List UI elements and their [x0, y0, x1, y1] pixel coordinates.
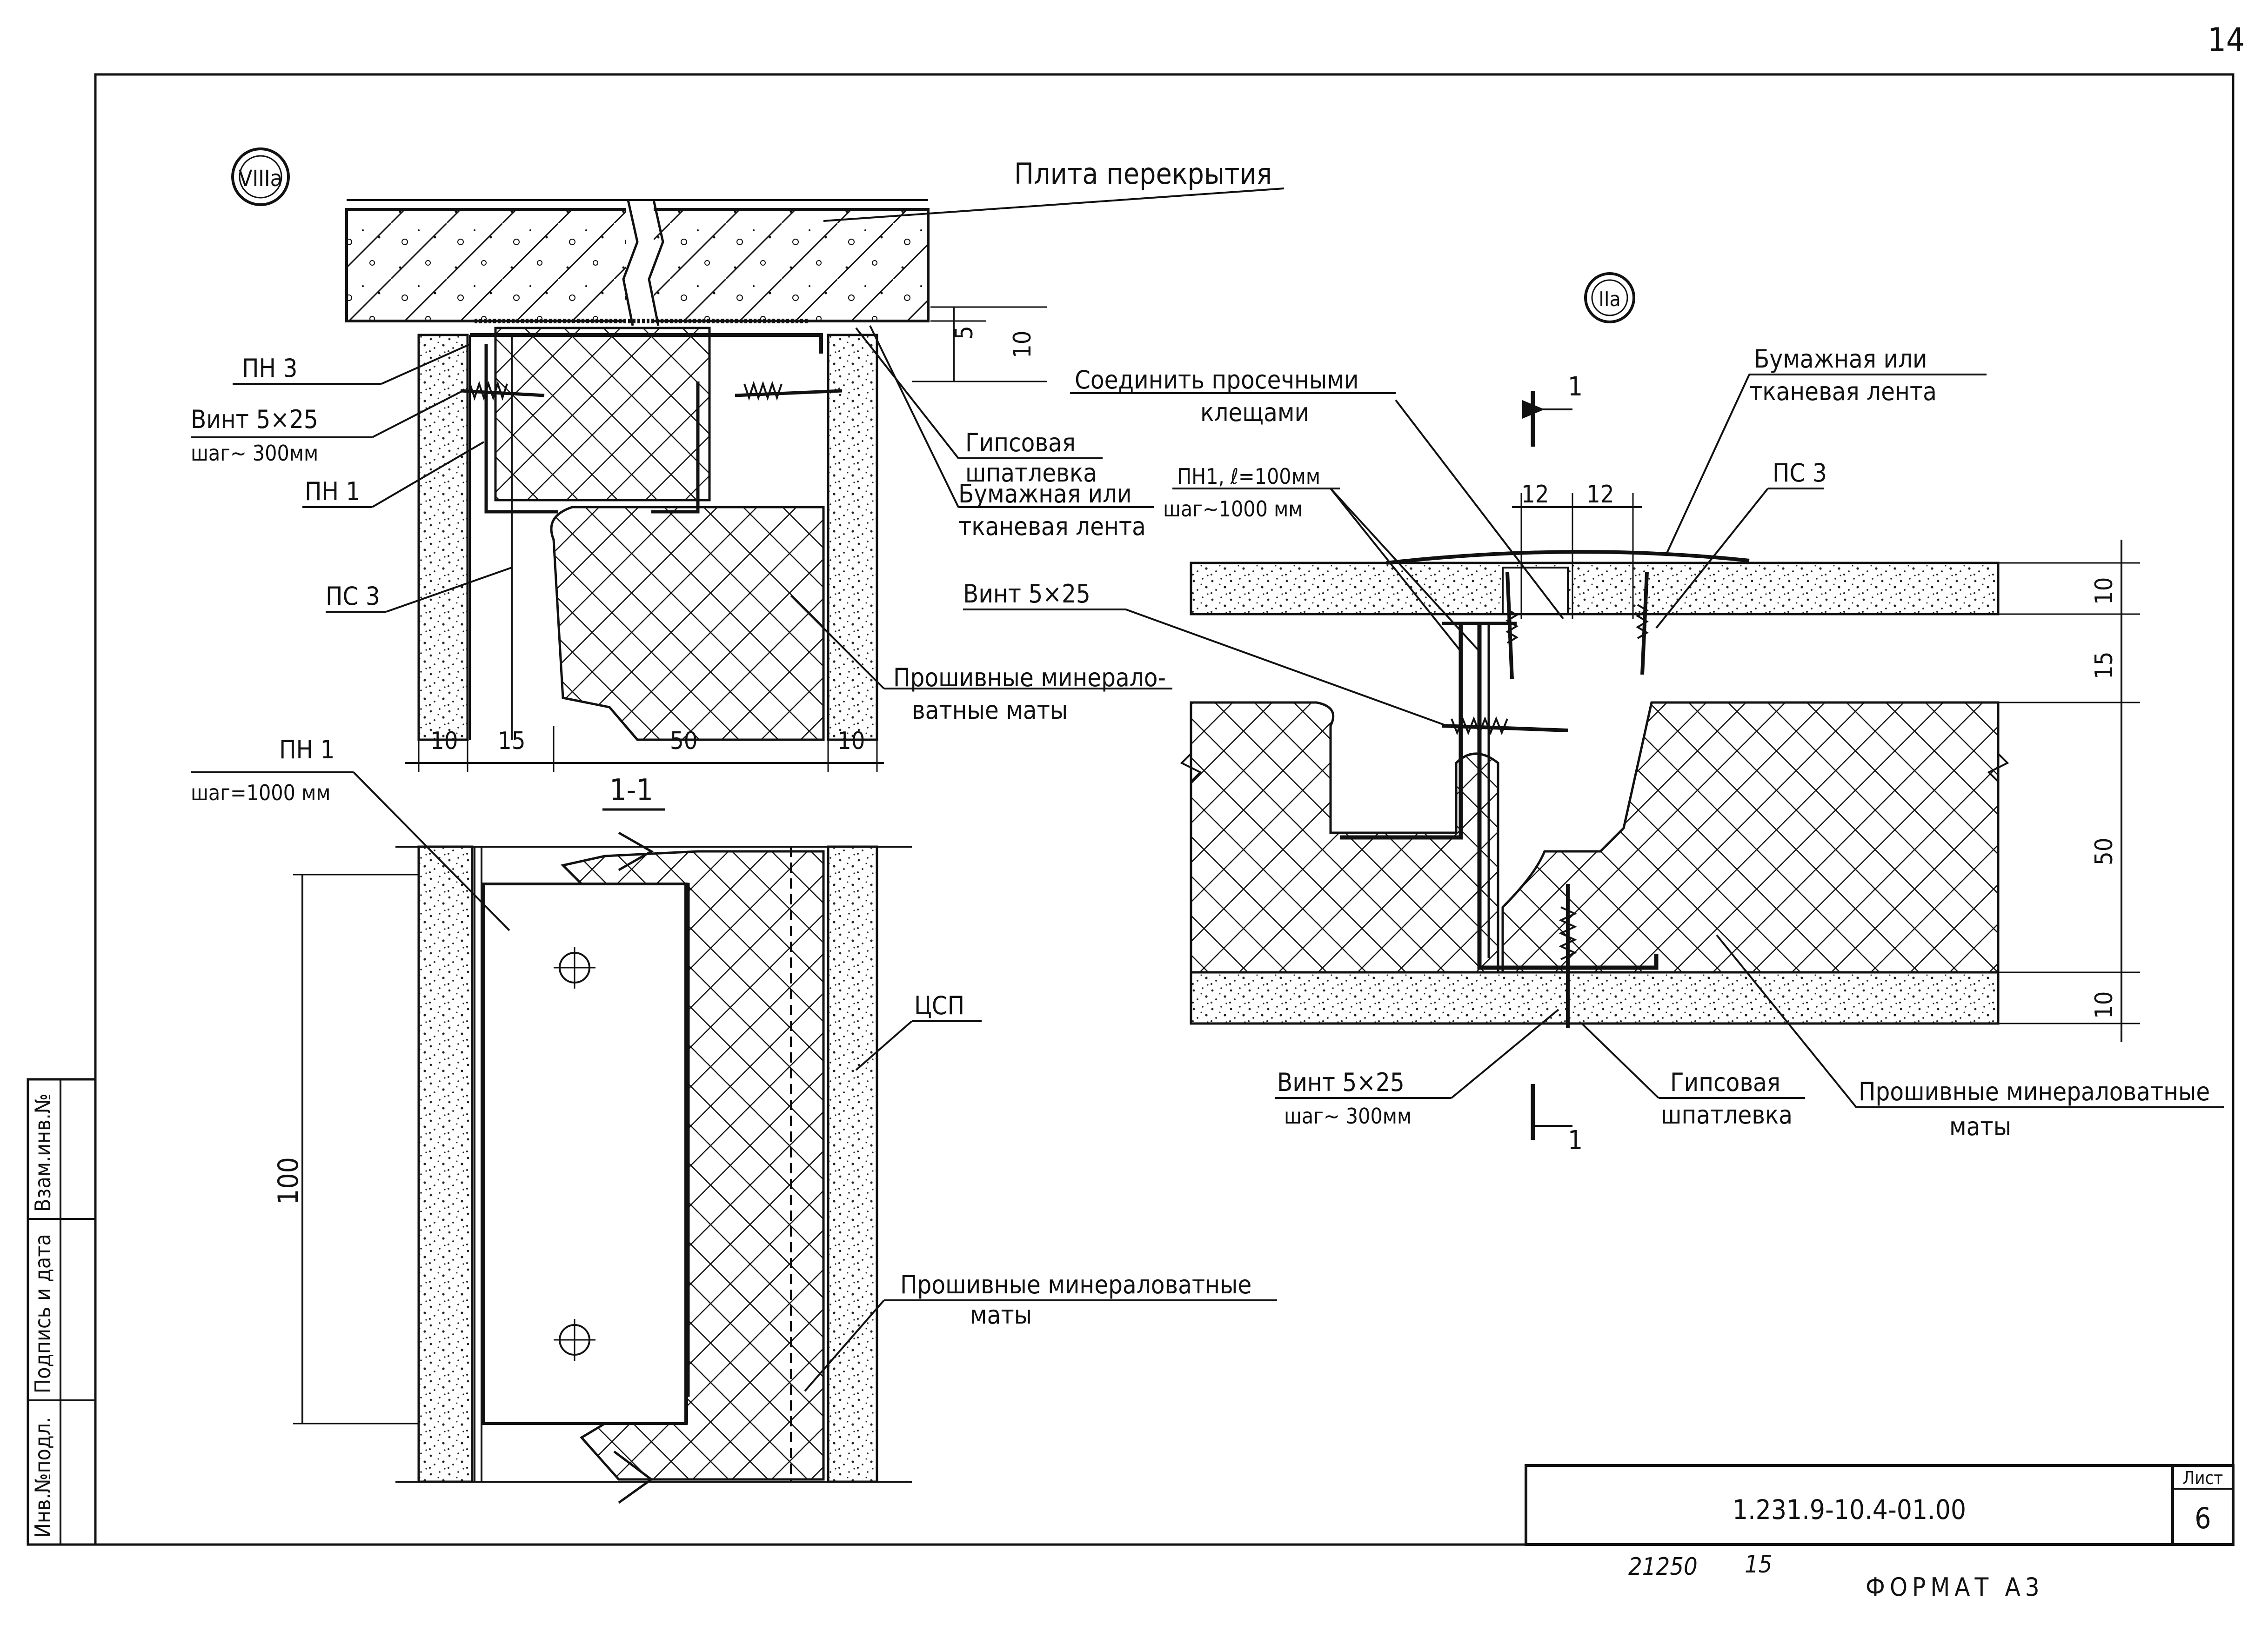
label-section-pn1-step: шаг=1000 мм [191, 780, 331, 805]
label-tape-left-1: Бумажная или [958, 479, 1132, 508]
hole-bottom [554, 1319, 595, 1361]
right-board [827, 334, 878, 741]
label-mats-right-1: Прошивные минераловатные [1859, 1077, 2210, 1106]
label-screw-bottom-step: шаг~ 300мм [1284, 1104, 1412, 1129]
dim-section-100: 100 [272, 1157, 305, 1205]
label-pn1-step-right: шаг~1000 мм [1163, 496, 1303, 522]
detail-marker-left-text: VIIIa [239, 166, 282, 192]
label-screw-bottom: Винт 5×25 [1277, 1068, 1405, 1097]
mineral-wool-mat [550, 506, 825, 741]
stamp-sign-label: Подпись и дата [30, 1234, 55, 1393]
label-screw-step-left: шаг~ 300мм [191, 441, 318, 466]
dim-right-12b: 12 [1586, 481, 1614, 508]
dim-right-side-10b: 10 [2090, 991, 2118, 1019]
label-tape-left-2: тканевая лента [958, 512, 1146, 541]
screw-mid [1442, 716, 1568, 736]
footer-number-1: 21250 [1628, 1553, 1698, 1581]
label-screw-left: Винт 5×25 [191, 405, 318, 434]
dim-right-side-50: 50 [2090, 837, 2118, 865]
label-section-tsp: ЦСП [914, 991, 964, 1020]
label-pn1-len: ПН1, ℓ=100мм [1177, 464, 1320, 489]
dim-left-10b: 10 [837, 727, 865, 755]
sheet-number: 6 [2194, 1501, 2211, 1535]
label-join-1: Соединить просечными [1075, 365, 1358, 395]
label-section-pn1: ПН 1 [279, 735, 335, 764]
section-right-board [827, 845, 878, 1483]
label-gypsum-left-1: Гипсовая [965, 428, 1076, 457]
top-board-right [1190, 562, 2000, 615]
label-ps3-left: ПС 3 [326, 582, 380, 611]
label-mats-right-2: маты [1949, 1112, 2011, 1141]
profile-pn1-a [1340, 623, 1463, 840]
label-pn1-left: ПН 1 [305, 477, 360, 506]
detail-left: VIIIa [191, 147, 1285, 772]
bottom-board-right [1190, 971, 2000, 1025]
top-wool-block [494, 327, 711, 502]
profile-pn3 [470, 333, 823, 354]
label-ps3-right: ПС 3 [1773, 458, 1827, 488]
label-mats-left-1: Прошивные минерало- [893, 663, 1166, 692]
label-section-mats-2: маты [970, 1300, 1032, 1330]
screw-top-right [1636, 572, 1649, 675]
label-mats-left-2: ватные маты [912, 696, 1068, 725]
sheet-label: Лист [2183, 1468, 2223, 1488]
hole-top [554, 947, 595, 989]
label-floor-slab: Плита перекрытия [1014, 157, 1272, 191]
profile-pn1-left [484, 344, 558, 514]
stamp-replace-label: Взам.инв.№ [30, 1093, 55, 1212]
section-profile-pn1 [482, 883, 688, 1425]
detail-marker-right [1584, 272, 1635, 323]
screw-right [735, 381, 843, 401]
screw-bottom [1559, 884, 1577, 1028]
label-gypsum-right-1: Гипсовая [1670, 1068, 1780, 1097]
section-title: 1-1 [609, 773, 653, 808]
label-join-2: клещами [1200, 398, 1309, 427]
label-section-mats-1: Прошивные минераловатные [900, 1270, 1251, 1299]
detail-marker-left [231, 147, 290, 206]
dim-left-15: 15 [498, 727, 526, 755]
section-mark-top: 1 [1568, 372, 1583, 402]
dim-right-12a: 12 [1521, 481, 1549, 508]
dim-right-side-10a: 10 [2090, 577, 2118, 605]
dim-right-side-15: 15 [2090, 651, 2118, 679]
drawing-code: 1.231.9-10.4-01.00 [1733, 1494, 1966, 1525]
wool-mat-right [1501, 701, 2000, 974]
label-gypsum-left-2: шпатлевка [965, 458, 1097, 488]
detail-marker-right-text: IIa [1599, 288, 1621, 311]
section-left-board [417, 845, 474, 1483]
label-pn3: ПН 3 [242, 354, 297, 383]
detail-right: IIa [963, 272, 2224, 1156]
label-gypsum-right-2: шпатлевка [1661, 1100, 1793, 1130]
screw-top-left [1505, 572, 1519, 680]
dim-left-50: 50 [670, 727, 698, 755]
label-tape-right-1: Бумажная или [1754, 344, 1927, 374]
dim-left-v-10: 10 [1009, 330, 1037, 358]
label-screw-right: Винт 5×25 [963, 579, 1091, 609]
left-board [417, 334, 469, 741]
stamp-inv-label: Инв.№подл. [30, 1417, 55, 1538]
section-mark-bottom: 1 [1568, 1125, 1583, 1156]
side-stamp: Инв.№подл. Подпись и дата Взам.инв.№ [27, 1078, 97, 1546]
title-block: 1.231.9-10.4-01.00 Лист 6 [1525, 1464, 2235, 1546]
dim-left-v-5: 5 [950, 326, 978, 340]
drawing-frame [94, 73, 2235, 1546]
section-1-1: 1-1 100 ПН 1 шаг=1000 м [191, 735, 1277, 1504]
profile-pn1-right [651, 381, 700, 514]
page-number: 14 [2208, 21, 2245, 59]
label-tape-right-2: тканевая лента [1749, 377, 1937, 406]
format-label: ФОРМАТ А3 [1866, 1572, 2044, 1602]
dim-left-10a: 10 [430, 727, 458, 755]
screw-left [460, 381, 545, 401]
footer-number-2: 15 [1745, 1551, 1773, 1579]
